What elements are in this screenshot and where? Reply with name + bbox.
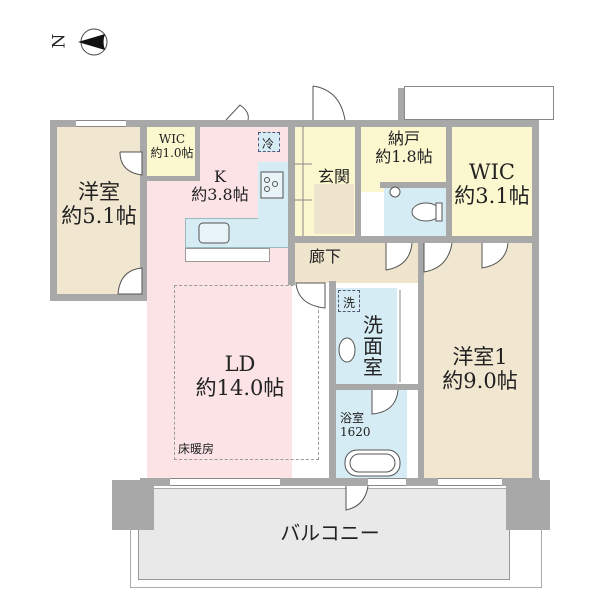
room-name: 洋室 (78, 180, 120, 204)
kitchen-label: K 約3.8帖 (190, 167, 250, 205)
fridge: 冷 (258, 132, 280, 152)
wall (195, 126, 200, 181)
door-swing (119, 151, 143, 176)
wall (295, 120, 538, 127)
wall (147, 176, 197, 181)
room-name: 洗面室 (363, 313, 383, 379)
fridge-label: 冷 (262, 137, 275, 151)
hallway-label: 廊下 (300, 247, 350, 266)
wall (446, 120, 452, 238)
wall (532, 120, 539, 485)
wall (398, 88, 404, 126)
compass: N (49, 28, 122, 56)
kitchen-sink-icon (198, 222, 230, 244)
room-size: 約3.8帖 (191, 185, 249, 205)
wash-basin-icon (338, 337, 356, 363)
room-name: 廊下 (308, 247, 341, 266)
window (368, 478, 406, 486)
door-swing (385, 242, 413, 271)
room-name: K (214, 167, 226, 186)
washer-label: 洗 (343, 296, 356, 310)
wall (50, 294, 147, 301)
wall (355, 120, 361, 242)
door-swing (371, 389, 399, 415)
storage-label: 納戸 約1.8帖 (362, 129, 446, 167)
washer: 洗 (338, 290, 360, 312)
door-swing (117, 267, 143, 295)
window (76, 120, 126, 127)
kitchen-bar (185, 248, 270, 262)
stove-icon (260, 171, 284, 199)
wall (140, 478, 540, 486)
wic-small-label: WIC 約1.0帖 (147, 132, 197, 161)
western-room-1-label: 洋室1 約9.0帖 (428, 345, 532, 393)
wall (50, 120, 295, 127)
room-balcony (138, 488, 510, 580)
window (438, 478, 502, 486)
door-swing (225, 104, 249, 121)
room-size: 約1.0帖 (150, 145, 194, 160)
entrance-label: 玄関 (312, 167, 356, 186)
toilet-icon (389, 186, 443, 222)
window (170, 478, 280, 486)
room-size: 1620 (340, 424, 371, 439)
wall (50, 120, 57, 300)
wall (329, 281, 336, 481)
room-name: WIC (469, 160, 515, 184)
room-size: 約3.1帖 (454, 184, 530, 209)
door-swing (423, 242, 453, 273)
room-size: 約14.0帖 (195, 376, 285, 401)
north-arrow-icon (78, 28, 108, 56)
wall (288, 120, 295, 285)
door-swing (295, 282, 326, 309)
western-room-left-label: 洋室 約5.1帖 (58, 180, 140, 228)
room-name: 玄関 (317, 167, 350, 186)
room-name: 納戸 (387, 129, 420, 148)
wall (294, 236, 538, 243)
room-size: 約9.0帖 (442, 369, 518, 394)
door-swing (345, 485, 369, 511)
ld-label: LD 約14.0帖 (185, 352, 295, 400)
pillar-right (506, 480, 550, 530)
bathroom-label: 浴室 1620 (340, 411, 380, 440)
balcony-label: バルコニー (280, 521, 380, 545)
bathtub-icon (344, 449, 401, 477)
room-size: 約1.8帖 (375, 147, 433, 167)
washroom-label: 洗面室 (362, 315, 384, 378)
room-name: WIC (158, 132, 186, 146)
door-swing (312, 85, 346, 121)
wall (380, 182, 446, 188)
pillar-left (112, 480, 154, 530)
door-swing (481, 242, 509, 269)
wall (140, 120, 147, 300)
void-area (404, 86, 554, 120)
room-wic-small-overlay (147, 126, 197, 178)
wall (336, 384, 418, 390)
room-western-1 (424, 243, 532, 478)
balcony-rail (130, 488, 542, 588)
entrance-floor (314, 184, 354, 234)
floor-heating-area (174, 285, 319, 460)
room-name: 洋室1 (452, 345, 508, 369)
room-name: 浴室 (340, 411, 365, 425)
room-size: 約5.1帖 (61, 204, 137, 229)
room-name: LD (224, 352, 256, 376)
wic-large-label: WIC 約3.1帖 (452, 160, 532, 208)
room-wic-large (452, 126, 532, 236)
floor-heating-note: 床暖房 (178, 442, 215, 456)
room-storage (360, 126, 446, 192)
wall (418, 243, 424, 481)
